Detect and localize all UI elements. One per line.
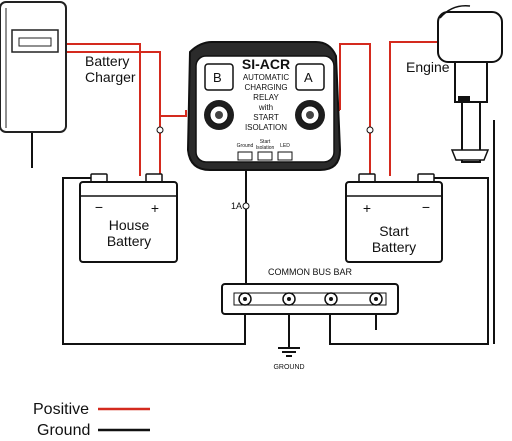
relay-terminal-a: A bbox=[304, 70, 313, 85]
legend: Positive Ground bbox=[33, 401, 150, 439]
relay-sub-2: CHARGING bbox=[244, 83, 287, 92]
relay-sub-3: RELAY bbox=[253, 93, 279, 102]
relay-ground-label: Ground bbox=[237, 143, 254, 149]
engine-icon bbox=[437, 5, 503, 163]
relay-title: SI-ACR bbox=[242, 56, 290, 72]
relay-sub-6: ISOLATION bbox=[245, 123, 287, 132]
battery-charger-label-line1: Battery bbox=[85, 53, 129, 69]
start-battery bbox=[345, 173, 443, 263]
relay-terminal-b: B bbox=[213, 70, 222, 85]
si-acr-relay bbox=[186, 41, 342, 171]
start-battery-minus: − bbox=[422, 199, 430, 215]
start-battery-label-line1: Start bbox=[379, 223, 409, 239]
relay-sub-1: AUTOMATIC bbox=[243, 73, 290, 82]
relay-start-isolation-label-2: Isolation bbox=[256, 145, 275, 151]
fuse-icons bbox=[156, 126, 374, 134]
relay-sub-5: START bbox=[253, 113, 279, 122]
start-battery-label-line2: Battery bbox=[372, 239, 416, 255]
battery-charger-label-line2: Charger bbox=[85, 69, 136, 85]
ground-icon bbox=[278, 347, 300, 357]
house-battery-label-line1: House bbox=[109, 217, 150, 233]
engine-label: Engine bbox=[406, 59, 450, 75]
legend-positive-label: Positive bbox=[33, 401, 89, 418]
house-battery-label-line2: Battery bbox=[107, 233, 151, 249]
battery-charger bbox=[0, 1, 67, 133]
relay-start-isolation-label-1: Start bbox=[260, 139, 271, 145]
house-battery-minus: − bbox=[95, 199, 103, 215]
bus-bar-label: COMMON BUS BAR bbox=[268, 267, 353, 277]
house-battery bbox=[79, 173, 178, 263]
relay-sub-4: with bbox=[258, 103, 273, 112]
start-battery-plus: + bbox=[363, 200, 371, 216]
fuse-1a-label: 1A bbox=[231, 201, 242, 211]
fuse-1a-icon bbox=[242, 202, 250, 210]
legend-ground-label: Ground bbox=[37, 422, 90, 439]
relay-led-label: LED bbox=[280, 143, 290, 149]
common-bus-bar bbox=[221, 283, 399, 315]
ground-label: GROUND bbox=[273, 364, 304, 371]
house-battery-plus: + bbox=[151, 200, 159, 216]
